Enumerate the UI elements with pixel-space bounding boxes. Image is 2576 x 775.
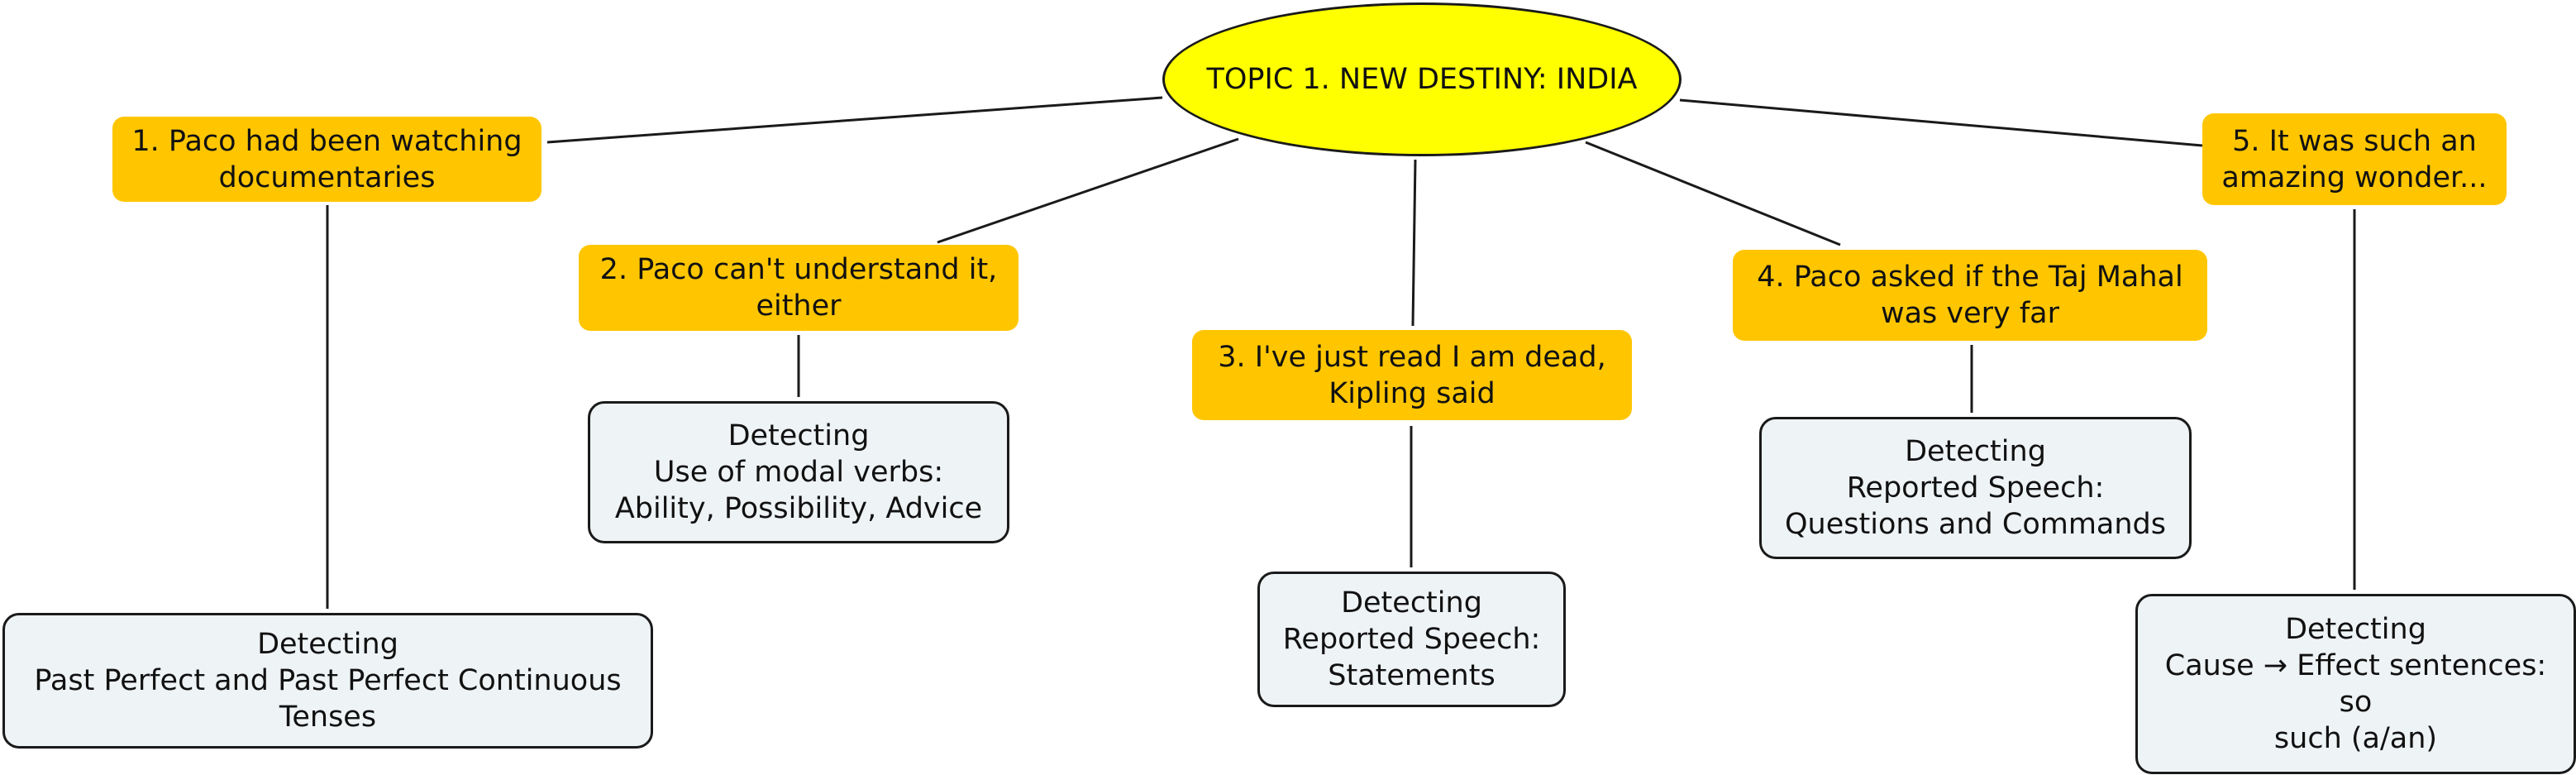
topic-4-detail-line-3: Questions and Commands — [1785, 508, 2166, 541]
topic-4-detail-line-2: Reported Speech: — [1846, 471, 2105, 505]
topic-2-label-line-1: 2. Paco can't understand it, — [599, 253, 998, 286]
topic-2-label-line-2: either — [756, 289, 842, 323]
topic-4-detail-line-1: Detecting — [1905, 435, 2046, 468]
topic-4-label-line-1: 4. Paco asked if the Taj Mahal — [1757, 261, 2183, 294]
topic-5-label-line-1: 5. It was such an — [2232, 124, 2477, 158]
topic-2-detail[interactable]: Detecting Use of modal verbs: Ability, P… — [588, 401, 1009, 543]
connector-root-topic-4 — [1585, 141, 1841, 246]
topic-2-detail-line-2: Use of modal verbs: — [653, 456, 944, 489]
topic-3[interactable]: 3. I've just read I am dead, Kipling sai… — [1192, 330, 1632, 420]
topic-1-detail[interactable]: Detecting Past Perfect and Past Perfect … — [2, 613, 653, 749]
topic-3-detail-line-2: Reported Speech: — [1282, 623, 1541, 656]
topic-1[interactable]: 1. Paco had been watching documentaries — [112, 117, 541, 202]
topic-3-label-line-1: 3. I've just read I am dead, — [1218, 340, 1606, 374]
topic-5-detail-line-4: such (a/an) — [2273, 722, 2438, 755]
connector-root-topic-2 — [937, 137, 1239, 244]
central-topic-label: TOPIC 1. NEW DESTINY: INDIA — [1206, 63, 1638, 96]
topic-3-detail-line-3: Statements — [1328, 659, 1496, 692]
topic-4[interactable]: 4. Paco asked if the Taj Mahal was very … — [1733, 250, 2207, 341]
topic-2-detail-line-1: Detecting — [727, 419, 870, 452]
topic-5-detail[interactable]: Detecting Cause → Effect sentences: so s… — [2135, 594, 2576, 774]
topic-5[interactable]: 5. It was such an amazing wonder... — [2202, 113, 2507, 205]
topic-4-label-line-2: was very far — [1880, 297, 2060, 330]
topic-1-detail-line-2: Past Perfect and Past Perfect Continuous — [34, 664, 622, 697]
connector-root-topic-3 — [1411, 159, 1417, 327]
topic-4-detail[interactable]: Detecting Reported Speech: Questions and… — [1759, 417, 2192, 559]
topic-1-detail-line-1: Detecting — [257, 628, 398, 661]
topic-3-label-line-2: Kipling said — [1329, 376, 1496, 410]
topic-1-label-line-2: documentaries — [218, 160, 436, 194]
central-topic[interactable]: TOPIC 1. NEW DESTINY: INDIA — [1162, 2, 1682, 156]
topic-1-detail-line-3: Tenses — [279, 701, 377, 734]
connector-root-topic-1 — [546, 96, 1163, 144]
topic-2-detail-line-3: Ability, Possibility, Advice — [614, 492, 983, 525]
topic-2[interactable]: 2. Paco can't understand it, either — [579, 245, 1018, 331]
connector-root-topic-5 — [1679, 98, 2203, 147]
topic-5-detail-line-3: so — [2339, 686, 2373, 719]
topic-3-detail-line-1: Detecting — [1341, 586, 1482, 620]
topic-5-label-line-2: amazing wonder... — [2221, 160, 2488, 194]
topic-1-label-line-1: 1. Paco had been watching — [131, 124, 522, 158]
topic-5-detail-line-2: Cause → Effect sentences: — [2164, 649, 2547, 682]
topic-3-detail[interactable]: Detecting Reported Speech: Statements — [1257, 572, 1566, 707]
topic-5-detail-line-1: Detecting — [2285, 613, 2426, 646]
